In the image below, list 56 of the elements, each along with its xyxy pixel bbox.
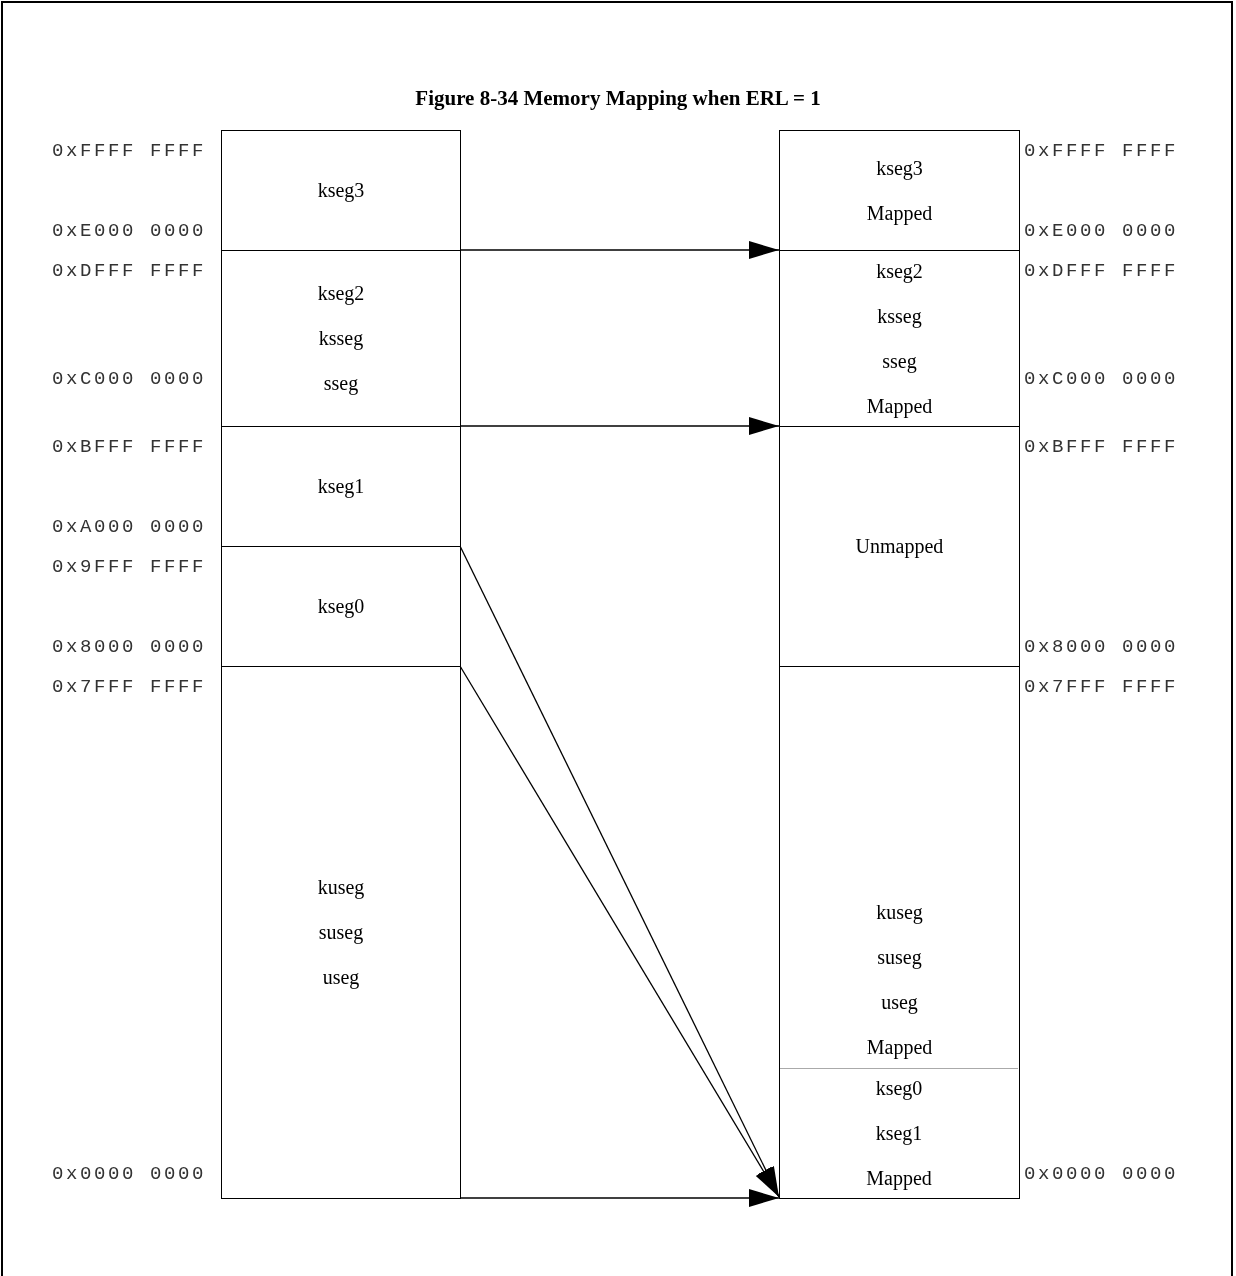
segment-label: ksseg (877, 303, 922, 330)
segment-label: kuseg (876, 900, 923, 926)
address-label: 0xDFFF FFFF (52, 259, 207, 283)
memory-segment (779, 426, 1020, 667)
segment-label: kuseg (317, 875, 365, 901)
address-label: 0x8000 0000 (1024, 635, 1179, 659)
segment-label: Mapped (866, 200, 933, 227)
memory-segment (779, 666, 1020, 1199)
address-label: 0xBFFF FFFF (52, 435, 207, 459)
address-label: 0x0000 0000 (52, 1162, 207, 1186)
address-label: 0x7FFF FFFF (52, 675, 207, 699)
segment-label: Mapped (866, 1166, 932, 1192)
memory-segment (221, 546, 461, 667)
address-label: 0xFFFF FFFF (1024, 139, 1179, 163)
segment-label: kseg2 (876, 258, 923, 285)
segment-label: suseg (877, 945, 922, 971)
memory-segment (221, 250, 461, 427)
address-label: 0xC000 0000 (52, 367, 207, 391)
segment-label: useg (322, 965, 360, 991)
segment-label: kseg1 (875, 1121, 923, 1147)
segment-label: kseg1 (317, 474, 365, 500)
address-label: 0xE000 0000 (52, 219, 207, 243)
address-label: 0xE000 0000 (1024, 219, 1179, 243)
segment-label: kseg2 (317, 281, 365, 307)
memory-segment (221, 666, 461, 1199)
address-label: 0xFFFF FFFF (52, 139, 207, 163)
address-label: 0xC000 0000 (1024, 367, 1179, 391)
segment-label: suseg (318, 920, 364, 946)
figure-title: Figure 8-34 Memory Mapping when ERL = 1 (414, 86, 822, 111)
segment-label: ksseg (318, 326, 364, 352)
address-label: 0xA000 0000 (52, 515, 207, 539)
segment-label: kseg3 (876, 155, 923, 182)
segment-label: useg (881, 990, 918, 1016)
memory-segment (779, 250, 1020, 427)
arrow (459, 545, 780, 1198)
address-label: 0x9FFF FFFF (52, 555, 207, 579)
segment-label: Mapped (866, 1035, 933, 1061)
segment-label: sseg (323, 371, 359, 397)
arrow (459, 665, 780, 1198)
segment-label: Mapped (866, 393, 933, 420)
arrow (459, 241, 780, 259)
address-label: 0x8000 0000 (52, 635, 207, 659)
segment-label: kseg0 (317, 594, 365, 620)
segment-label: kseg3 (317, 178, 365, 204)
address-label: 0x0000 0000 (1024, 1162, 1179, 1186)
address-label: 0xBFFF FFFF (1024, 435, 1179, 459)
memory-segment (779, 130, 1020, 251)
segment-label: kseg0 (875, 1076, 923, 1102)
address-label: 0xDFFF FFFF (1024, 259, 1179, 283)
segment-label: sseg (882, 348, 917, 375)
arrow (459, 1189, 780, 1207)
segment-label: Unmapped (855, 534, 944, 560)
arrow (459, 417, 780, 435)
memory-segment (221, 130, 461, 251)
memory-segment (221, 426, 461, 547)
address-label: 0x7FFF FFFF (1024, 675, 1179, 699)
